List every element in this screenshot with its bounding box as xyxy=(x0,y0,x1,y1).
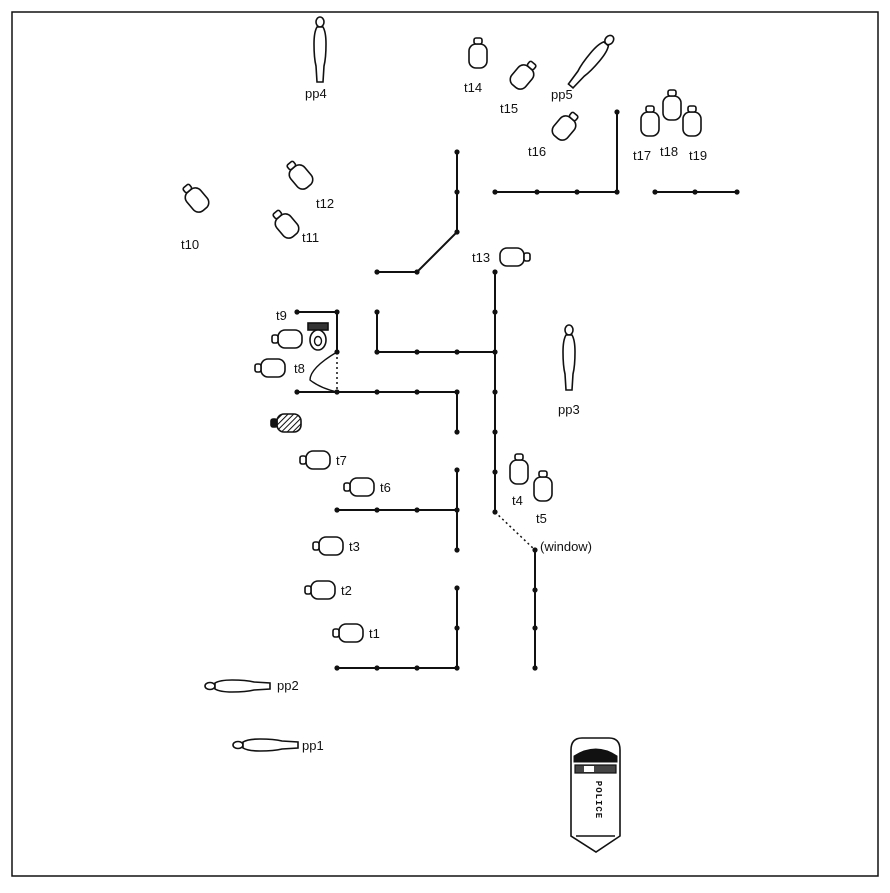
label-pp4: pp4 xyxy=(305,86,327,101)
label-t7: t7 xyxy=(336,453,347,468)
target-t16 xyxy=(548,107,584,144)
label-t10: t10 xyxy=(181,237,199,252)
label-t8: t8 xyxy=(294,361,305,376)
label-t12: t12 xyxy=(316,196,334,211)
person-pp3 xyxy=(562,324,576,391)
vehicle-text: POLICE xyxy=(593,781,603,819)
wall-vertices xyxy=(294,109,740,671)
target-t18 xyxy=(662,89,682,121)
target-t3 xyxy=(312,536,344,556)
label-t2: t2 xyxy=(341,583,352,598)
target-t6 xyxy=(343,477,375,497)
target-t1 xyxy=(332,623,364,643)
label-t11: t11 xyxy=(302,230,319,245)
label-t15: t15 xyxy=(500,101,518,116)
walls xyxy=(297,112,737,669)
label-t6: t6 xyxy=(380,480,391,495)
label-t13: t13 xyxy=(472,250,490,265)
target-t5 xyxy=(533,470,553,502)
target-t17 xyxy=(640,105,660,137)
label-t17: t17 xyxy=(633,148,651,163)
toilet-fixture xyxy=(307,322,329,351)
label-t3: t3 xyxy=(349,539,360,554)
police-vehicle: POLICE xyxy=(570,737,621,853)
target-t4 xyxy=(509,453,529,485)
person-pp4 xyxy=(313,16,327,83)
label-window: (window) xyxy=(540,539,592,554)
person-pp2-lying xyxy=(204,679,271,693)
target-t7 xyxy=(299,450,331,470)
label-t5: t5 xyxy=(536,511,547,526)
window-dashed xyxy=(494,511,536,551)
frame-border xyxy=(11,11,879,877)
label-pp5: pp5 xyxy=(551,87,573,102)
person-pp5 xyxy=(565,31,618,91)
target-t12 xyxy=(281,156,317,193)
label-t1: t1 xyxy=(369,626,380,641)
door-swing xyxy=(309,351,338,393)
target-t9 xyxy=(271,329,303,349)
target-t13 xyxy=(499,247,531,267)
label-pp1: pp1 xyxy=(302,738,324,753)
label-t16: t16 xyxy=(528,144,546,159)
target-t11 xyxy=(267,205,303,242)
target-t15 xyxy=(506,56,542,93)
target-t2 xyxy=(304,580,336,600)
person-pp1-lying xyxy=(232,738,299,752)
target-hatched xyxy=(270,413,302,433)
label-pp2: pp2 xyxy=(277,678,299,693)
target-t14 xyxy=(468,37,488,69)
label-t14: t14 xyxy=(464,80,482,95)
target-t8 xyxy=(254,358,286,378)
label-t18: t18 xyxy=(660,144,678,159)
label-t9: t9 xyxy=(276,308,287,323)
target-t19 xyxy=(682,105,702,137)
target-t10 xyxy=(177,179,213,216)
label-t19: t19 xyxy=(689,148,707,163)
label-pp3: pp3 xyxy=(558,402,580,417)
label-t4: t4 xyxy=(512,493,523,508)
